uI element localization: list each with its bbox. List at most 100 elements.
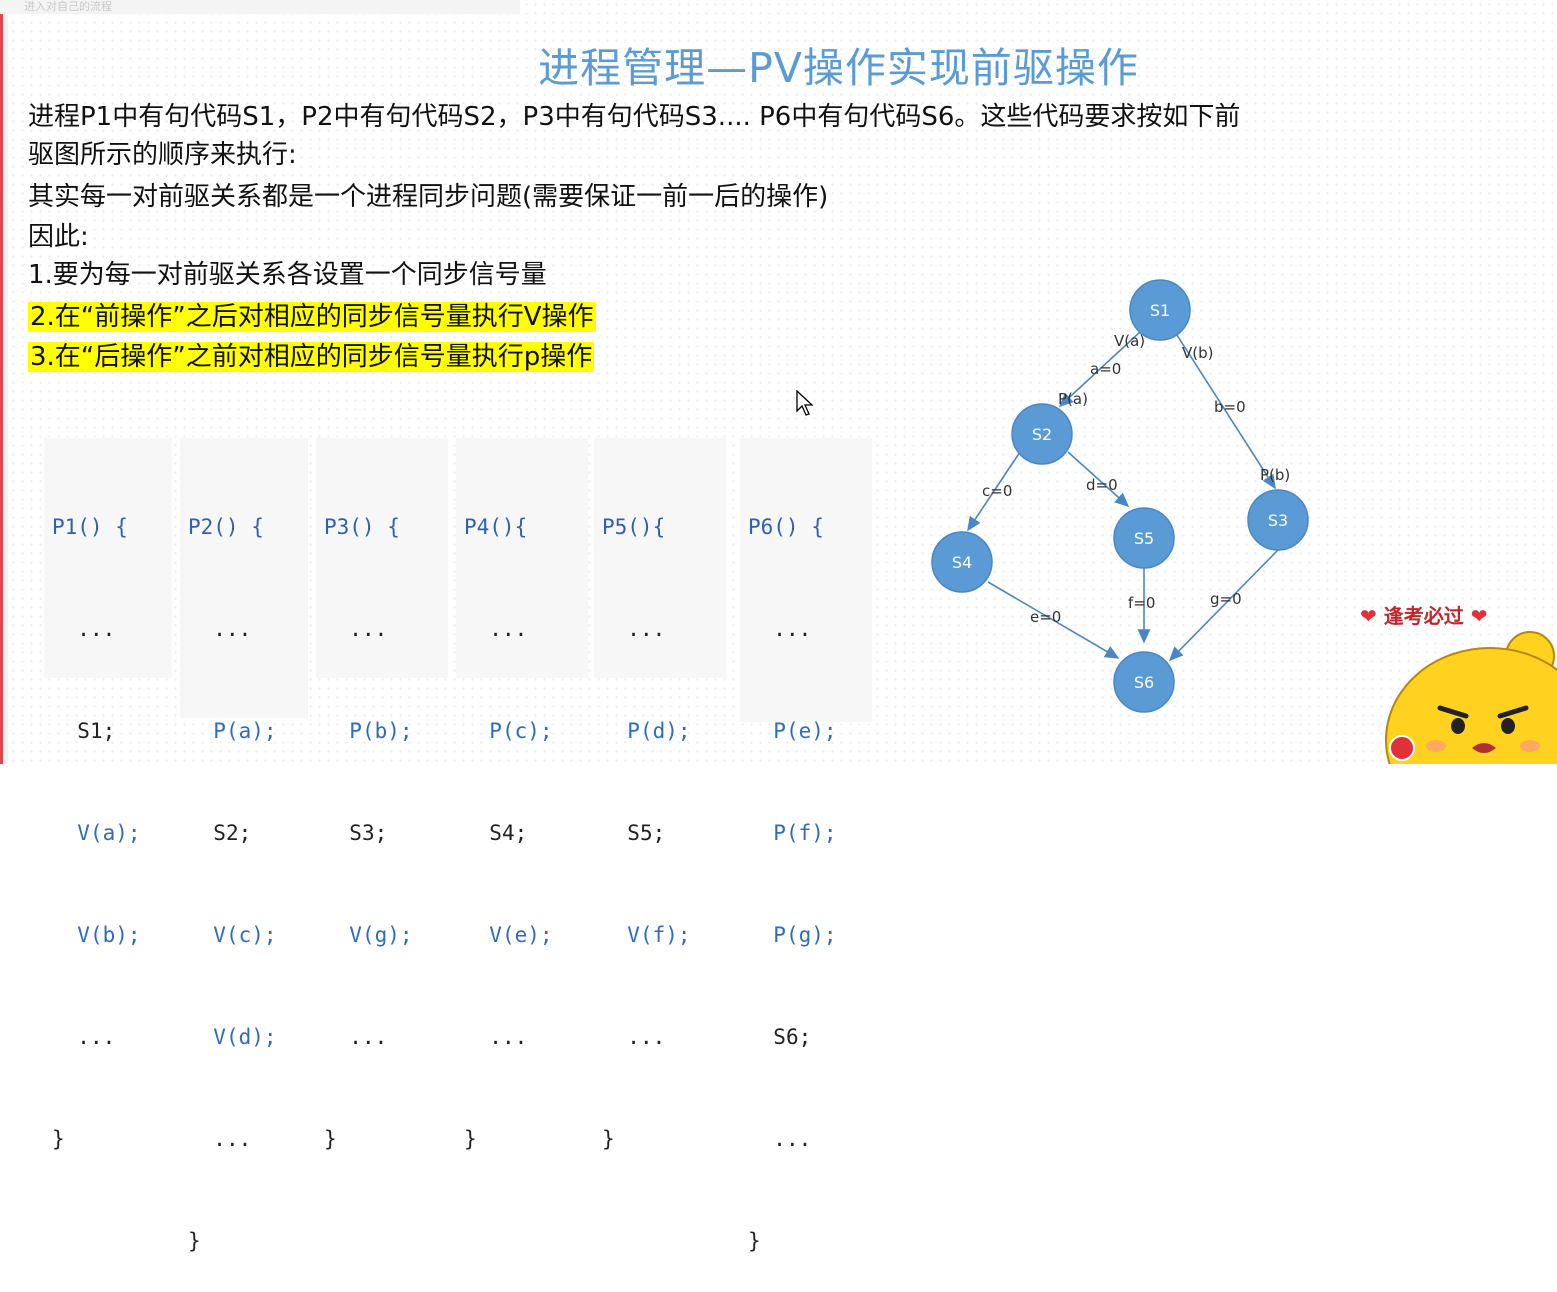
paragraph-4: 因此:: [28, 222, 89, 252]
code-text: ...: [349, 1025, 388, 1049]
code-text: ...: [213, 617, 252, 641]
code-text: ...: [627, 617, 666, 641]
edge-label-e0: e=0: [1030, 608, 1061, 626]
code-header: P1() {: [52, 510, 164, 544]
code-text: P(a);: [213, 719, 277, 743]
code-line: P(f);: [748, 816, 864, 850]
code-text: }: [602, 1127, 615, 1151]
rule-3-highlight: 3.在“后操作”之前对相应的同步信号量执行p操作: [28, 342, 595, 372]
code-text: V(f);: [627, 923, 691, 947]
code-line: ...: [188, 612, 300, 646]
code-line: S2;: [188, 816, 300, 850]
node-s4-label: S4: [952, 553, 972, 572]
node-s6: S6: [1113, 651, 1175, 713]
paragraph-3: 其实每一对前驱关系都是一个进程同步问题(需要保证一前一后的操作): [28, 182, 829, 212]
code-text: P(f);: [773, 821, 837, 845]
code-text: S5;: [627, 821, 666, 845]
code-text: S6;: [773, 1025, 812, 1049]
code-text: S3;: [349, 821, 388, 845]
code-line: ...: [52, 1020, 164, 1054]
edge-label-pa: P(a): [1058, 390, 1088, 408]
code-text: S2;: [213, 821, 252, 845]
code-text: }: [748, 1229, 761, 1253]
code-text: ...: [77, 1025, 116, 1049]
code-text: S4;: [489, 821, 528, 845]
code-block-p2: P2() { ... P(a); S2; V(c); V(d); ... }: [180, 438, 308, 1253]
code-line: V(c);: [188, 918, 300, 952]
code-line: ...: [324, 1020, 440, 1054]
edge-label-f0: f=0: [1128, 594, 1155, 612]
edge-s1-s2: [1058, 331, 1141, 408]
code-line: V(f);: [602, 918, 718, 952]
rule-2: 2.在“前操作”之后对相应的同步信号量执行V操作: [28, 300, 596, 334]
top-bar: 进入对自己的流程: [0, 0, 520, 14]
code-text: S1;: [77, 719, 116, 743]
node-s2-label: S2: [1032, 425, 1052, 444]
code-text: V(g);: [349, 923, 413, 947]
code-close: }: [52, 1122, 164, 1156]
code-close: }: [464, 1122, 580, 1156]
code-line: S5;: [602, 816, 718, 850]
node-s1-label: S1: [1150, 301, 1170, 320]
rule-1: 1.要为每一对前驱关系各设置一个同步信号量: [28, 260, 547, 290]
code-text: P(b);: [349, 719, 413, 743]
code-line: P(b);: [324, 714, 440, 748]
edge-label-vb: V(b): [1182, 344, 1214, 362]
stamp-text: ❤ 逢考必过 ❤: [1360, 600, 1487, 629]
code-line: ...: [464, 612, 580, 646]
code-close: }: [602, 1122, 718, 1156]
precedence-graph: V(a) a=0 P(a) V(b) b=0 P(b) c=0 d=0 e=0 …: [931, 279, 1309, 713]
code-header-text: P4(){: [464, 515, 528, 539]
code-text: ...: [349, 617, 388, 641]
code-text: }: [52, 1127, 65, 1151]
code-line: P(a);: [188, 714, 300, 748]
code-line: ...: [602, 612, 718, 646]
code-block-p4: P4(){ ... P(c); S4; V(e); ... }: [456, 438, 588, 1151]
window-left-edge: [0, 0, 8, 764]
code-header: P3() {: [324, 510, 440, 544]
paragraph-2: 驱图所示的顺序来执行:: [28, 140, 297, 170]
paragraph-1: 进程P1中有句代码S1，P2中有句代码S2，P3中有句代码S3.... P6中有…: [28, 102, 1241, 132]
code-text: V(a);: [77, 821, 141, 845]
node-s5-label: S5: [1134, 529, 1154, 548]
code-line: ...: [602, 1020, 718, 1054]
code-line: V(b);: [52, 918, 164, 952]
edge-label-g0: g=0: [1210, 590, 1242, 608]
code-line: P(d);: [602, 714, 718, 748]
heart-icon: ❤: [1470, 604, 1488, 628]
code-header-text: P1() {: [52, 515, 128, 539]
code-close: }: [748, 1224, 864, 1258]
code-line: ...: [464, 1020, 580, 1054]
code-close: }: [188, 1224, 300, 1258]
rule-2-highlight: 2.在“前操作”之后对相应的同步信号量执行V操作: [28, 302, 596, 332]
edge-label-a0: a=0: [1090, 360, 1121, 378]
code-header-text: P5(){: [602, 515, 666, 539]
code-header: P4(){: [464, 510, 580, 544]
edge-label-c0: c=0: [982, 482, 1012, 500]
node-s2: S2: [1011, 403, 1073, 465]
edge-label-va: V(a): [1114, 332, 1145, 350]
rule-3: 3.在“后操作”之前对相应的同步信号量执行p操作: [28, 340, 595, 374]
code-line: V(e);: [464, 918, 580, 952]
code-header: P2() {: [188, 510, 300, 544]
code-block-p1: P1() { ... S1; V(a); V(b); ... }: [44, 438, 172, 1151]
edge-s1-s3: [1174, 331, 1276, 490]
code-text: ...: [773, 617, 812, 641]
edge-s4-s6: [987, 581, 1120, 659]
stamp-label: 逢考必过: [1383, 604, 1464, 628]
code-text: }: [188, 1229, 201, 1253]
node-s4: S4: [931, 531, 993, 593]
code-text: ...: [213, 1127, 252, 1151]
code-text: V(e);: [489, 923, 553, 947]
code-line: P(e);: [748, 714, 864, 748]
code-text: V(d);: [213, 1025, 277, 1049]
code-text: ...: [489, 617, 528, 641]
code-header-text: P6() {: [748, 515, 824, 539]
edge-s2-s4: [967, 451, 1021, 532]
code-line: ...: [52, 612, 164, 646]
code-text: P(e);: [773, 719, 837, 743]
code-line: S6;: [748, 1020, 864, 1054]
code-line: V(a);: [52, 816, 164, 850]
code-header: P6() {: [748, 510, 864, 544]
node-s6-label: S6: [1134, 673, 1154, 692]
